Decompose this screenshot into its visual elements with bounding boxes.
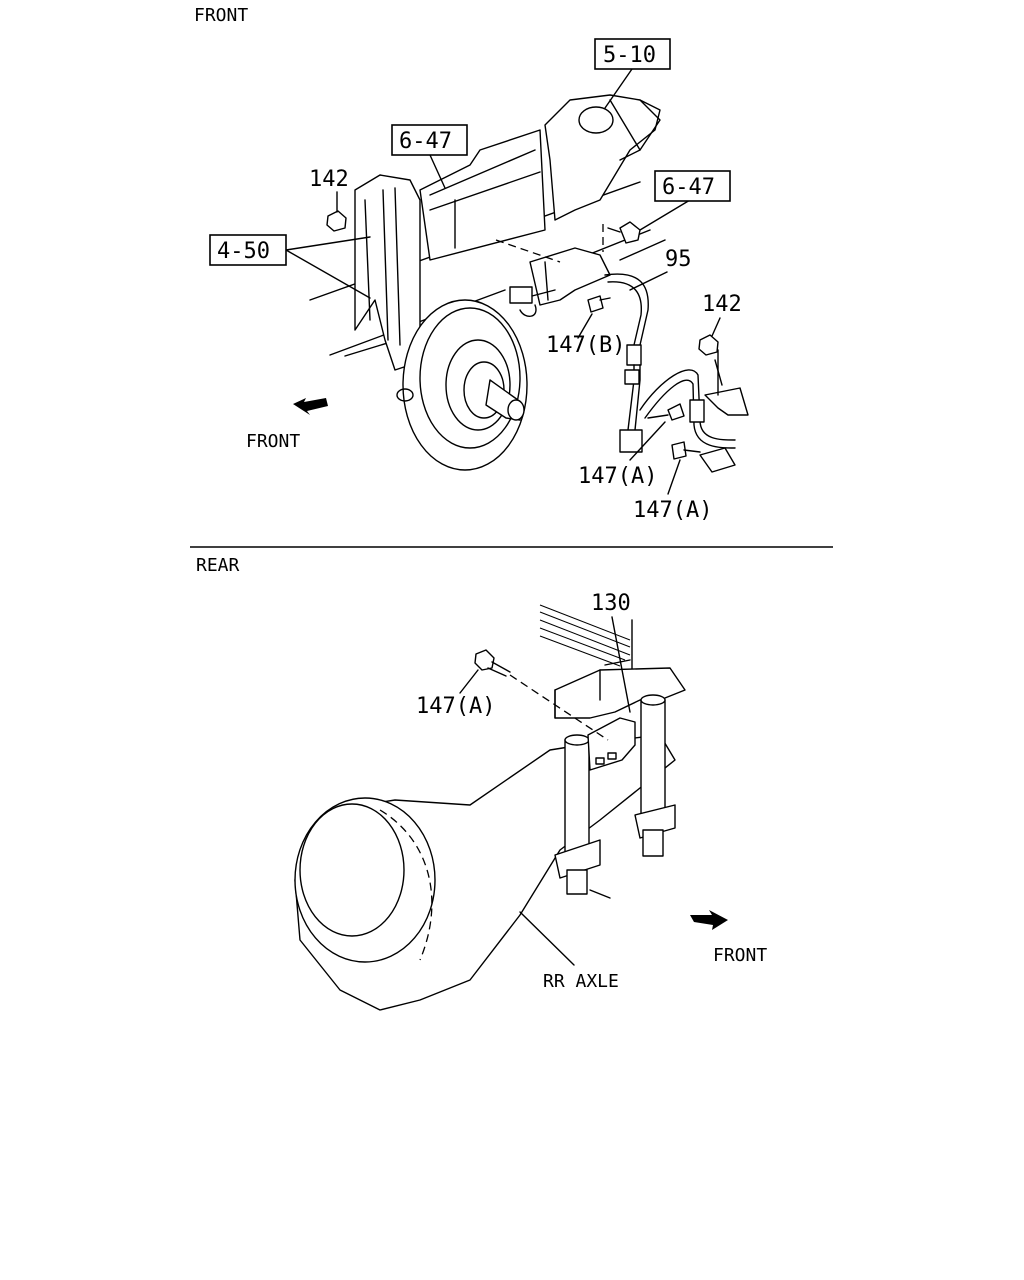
- bolt-147a-rear: [474, 649, 511, 677]
- part-label-147a-lower: 147(A): [633, 498, 712, 523]
- bolt-147a-upper: [647, 403, 685, 421]
- bolt-147b: [587, 295, 611, 313]
- part-label-147a-upper: 147(A): [578, 464, 657, 489]
- rear-assembly-drawing: [294, 604, 686, 1011]
- front-leader-lines: [285, 68, 721, 495]
- part-label-95: 95: [665, 247, 692, 272]
- rear-leader-lines: [459, 616, 631, 966]
- part-label-147a-rear: 147(A): [416, 694, 495, 719]
- ref-box-4-50: 4-50: [209, 234, 287, 266]
- svg-text:6-47: 6-47: [662, 175, 715, 200]
- nut-142-right: [698, 334, 719, 356]
- front-assembly-drawing: [309, 94, 749, 473]
- front-direction-label: FRONT: [246, 431, 300, 452]
- nut-142-left: [326, 210, 347, 232]
- svg-text:5-10: 5-10: [603, 43, 656, 68]
- rear-section-title: REAR: [196, 555, 240, 576]
- front-direction-arrow-icon: [293, 398, 328, 415]
- bolt-147a-lower: [671, 441, 701, 460]
- front-section-title: FRONT: [194, 5, 248, 26]
- rear-direction-label: FRONT: [713, 945, 767, 966]
- ref-box-5-10: 5-10: [594, 38, 671, 70]
- part-label-147b: 147(B): [546, 333, 625, 358]
- svg-text:6-47: 6-47: [399, 129, 452, 154]
- part-label-130: 130: [591, 591, 631, 616]
- ref-box-6-47-right: 6-47: [654, 170, 731, 202]
- rear-direction-arrow-icon: [690, 910, 728, 930]
- svg-text:4-50: 4-50: [217, 239, 270, 264]
- part-label-142-left: 142: [309, 167, 349, 192]
- part-label-142-right: 142: [702, 292, 742, 317]
- rear-axle-label: RR AXLE: [543, 971, 619, 992]
- bolt-6-47: [607, 221, 641, 244]
- ref-box-6-47-upper: 6-47: [391, 124, 468, 156]
